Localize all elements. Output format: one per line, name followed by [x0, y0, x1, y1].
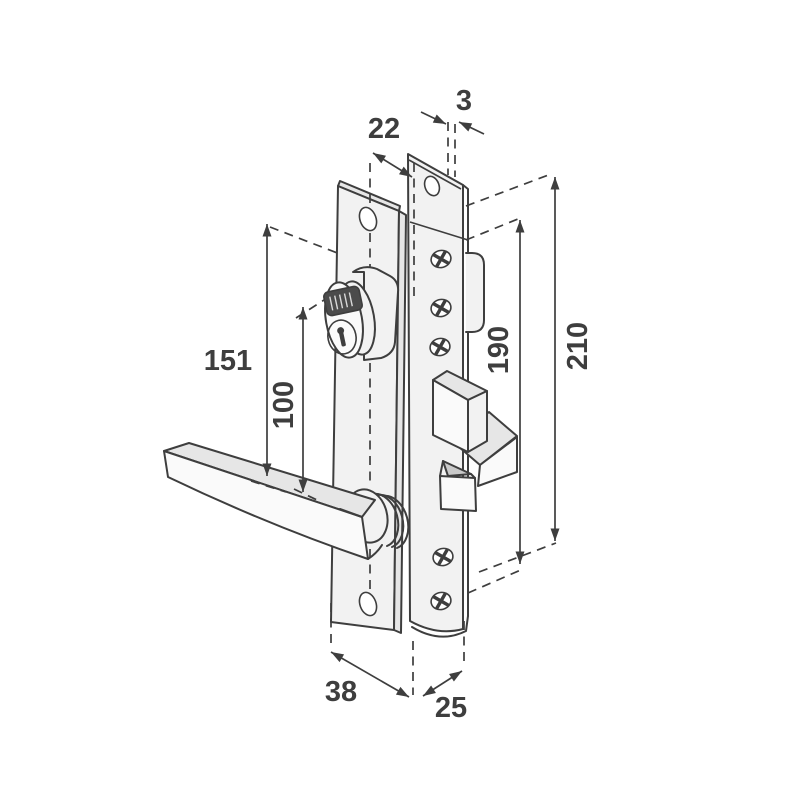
dimension-top-width: 22	[368, 113, 413, 178]
escutcheon-plate	[330, 180, 407, 634]
cylinder-brand-band	[323, 285, 363, 317]
case-top-edge	[409, 221, 469, 241]
deadbolt-front-face	[432, 379, 469, 453]
latch-bolt	[439, 460, 477, 512]
dim-left-outer-label: 151	[204, 345, 252, 377]
dim-top-thickness-label: 3	[456, 85, 472, 117]
dimension-left-inner: 100	[268, 307, 308, 492]
handle-neck-curve	[367, 544, 383, 560]
screw-hole	[358, 591, 378, 617]
dim-top-width-label: 22	[368, 113, 400, 145]
dimension-right-inner: 190	[483, 220, 525, 564]
extension-lines	[250, 122, 557, 695]
faceplate-top-inner-line	[408, 159, 462, 190]
dim-bottom-depth-label: 38	[325, 676, 357, 708]
lever-handle	[163, 442, 410, 560]
dim-right-outer-label: 210	[562, 322, 594, 370]
screw-hole	[423, 175, 441, 197]
deadbolt-right-face	[467, 390, 488, 453]
latch-bevel	[442, 460, 472, 477]
cylinder-far-bulge	[465, 252, 485, 333]
case-bottom-edge	[411, 615, 469, 638]
latch-edges	[439, 460, 476, 479]
dim-right-inner-label: 190	[483, 326, 515, 374]
cylinder-assembly	[323, 266, 400, 361]
dimension-right-outer: 210	[550, 177, 594, 541]
dimension-bottom-depth: 38	[325, 651, 410, 708]
dimension-left-outer: 151	[204, 224, 272, 476]
dimension-top-thickness: 3	[420, 85, 485, 135]
plate-front-face	[330, 185, 400, 631]
dim-left-inner-label: 100	[268, 381, 300, 429]
screw-hole	[358, 206, 378, 232]
latch-front-face	[439, 475, 477, 512]
handle-front-face	[163, 450, 369, 560]
keyway	[327, 319, 357, 355]
dimension-bottom-width: 25	[422, 670, 467, 724]
plate-side-edge	[393, 210, 407, 634]
handle-neck-crease	[339, 508, 363, 518]
dim-bottom-width-label: 25	[435, 692, 467, 724]
